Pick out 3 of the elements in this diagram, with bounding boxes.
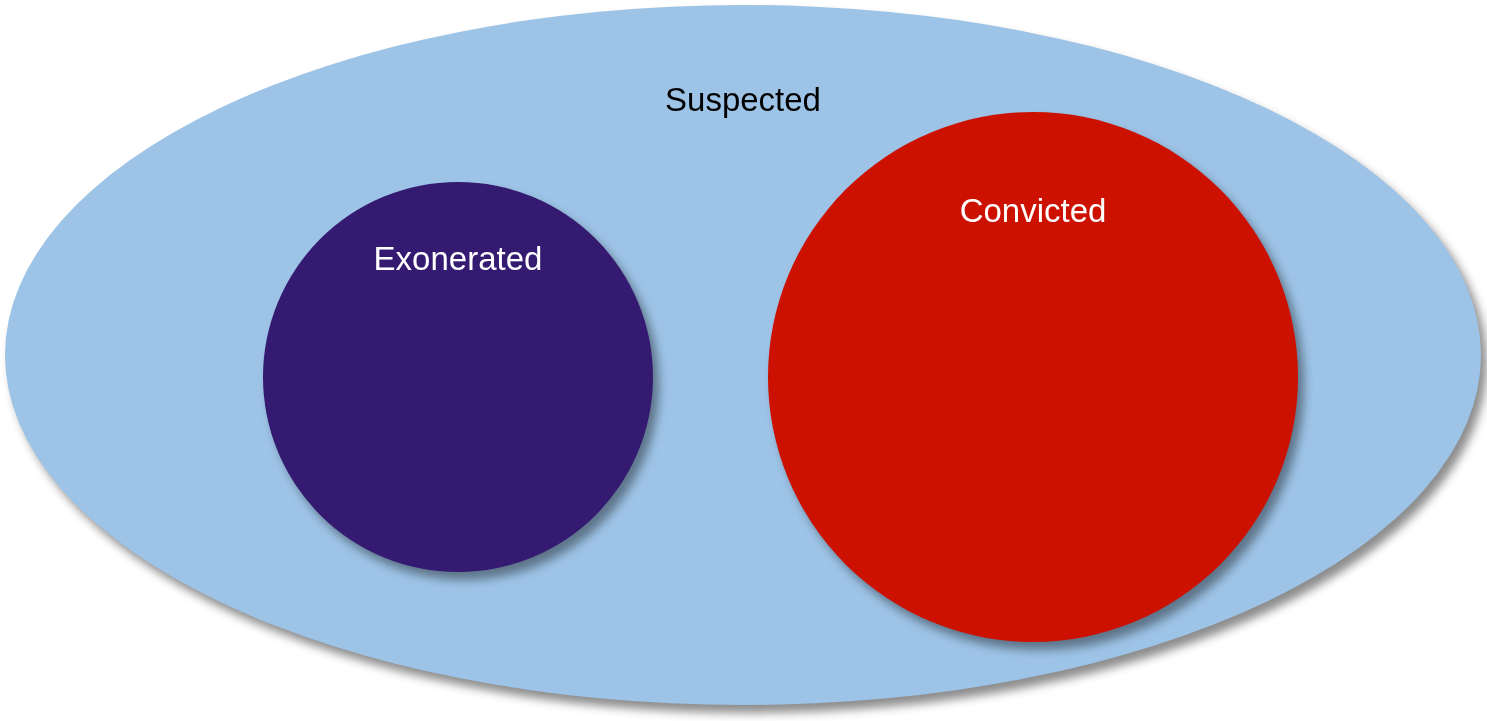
set-label: Convicted [959,194,1107,227]
set-label: Exonerated [373,242,543,275]
set-label: Suspected [665,83,821,116]
